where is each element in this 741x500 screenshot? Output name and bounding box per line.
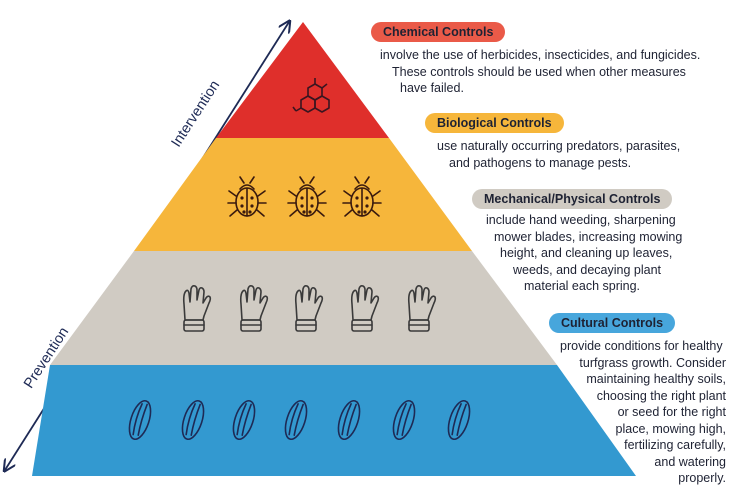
ladybug-icon	[287, 176, 327, 217]
glove-icon	[294, 285, 324, 332]
glove-icon	[182, 285, 212, 332]
mechanical-controls-pill: Mechanical/Physical Controls	[472, 189, 673, 209]
ladybug-icon	[227, 176, 267, 217]
glove-icon	[350, 285, 380, 332]
seed-icon	[181, 399, 205, 441]
chemical-controls-description: involve the use of herbicides, insectici…	[380, 48, 701, 95]
seed-icon	[128, 399, 152, 441]
glove-icon	[407, 285, 437, 332]
seed-icon	[284, 399, 308, 441]
molecule-icon	[292, 78, 330, 113]
biological-controls-description: use naturally occurring predators, paras…	[437, 139, 681, 170]
cultural-tier	[32, 365, 636, 476]
glove-icons	[182, 285, 437, 332]
mechanical-tier	[50, 251, 557, 365]
seed-icon	[337, 399, 361, 441]
cultural-controls-description: provide conditions for healthy turfgrass…	[560, 339, 726, 485]
seed-icon	[447, 399, 471, 441]
seed-icon	[392, 399, 416, 441]
chemical-tier	[216, 22, 389, 138]
seed-icon	[232, 399, 256, 441]
glove-icon	[239, 285, 269, 332]
seed-icons	[128, 399, 471, 441]
mechanical-controls-description: include hand weeding, sharpening mower b…	[486, 213, 683, 293]
ladybug-icons	[227, 176, 382, 217]
biological-tier	[134, 138, 472, 251]
cultural-controls-pill: Cultural Controls	[549, 313, 676, 333]
biological-controls-pill: Biological Controls	[425, 113, 564, 133]
ladybug-icon	[342, 176, 382, 217]
chemical-controls-pill: Chemical Controls	[371, 22, 506, 42]
